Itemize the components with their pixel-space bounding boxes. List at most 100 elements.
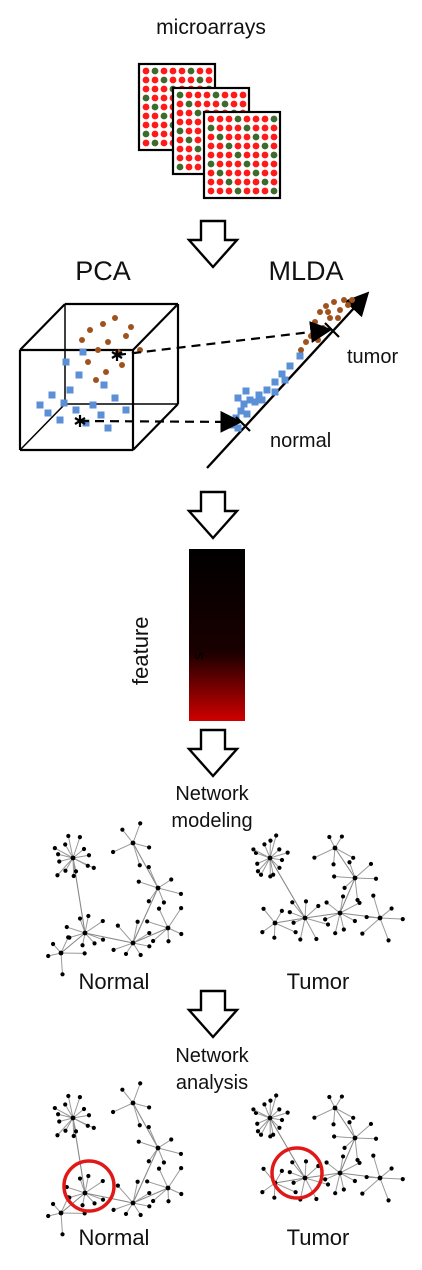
tumor-sample-point	[103, 369, 109, 375]
array-spot	[208, 170, 215, 177]
array-spot	[226, 125, 233, 132]
network-edge	[133, 888, 158, 943]
normal-projected-point	[241, 401, 248, 408]
network-node	[314, 937, 318, 941]
network-edge	[168, 908, 181, 928]
network-node	[327, 835, 331, 839]
network-node	[147, 944, 151, 948]
array-spot	[186, 155, 193, 162]
array-spot	[262, 125, 269, 132]
network-edge	[355, 878, 376, 879]
tumor-projected-point	[320, 325, 326, 331]
network-node	[280, 858, 284, 862]
network-analysis-line1: Network	[175, 1045, 248, 1068]
network-node	[304, 899, 308, 903]
network-node	[111, 948, 115, 952]
network-node	[72, 1134, 76, 1138]
tumor-sample-point	[100, 321, 106, 327]
network-edge	[380, 1178, 403, 1179]
normal-sample-point	[123, 407, 130, 414]
network-node	[268, 1134, 272, 1138]
feature-gradient-bar	[189, 549, 245, 721]
array-spot	[217, 143, 224, 150]
normal-sample-point	[101, 382, 108, 389]
network-node	[290, 900, 294, 904]
cube-edge	[20, 404, 65, 450]
network-edge	[85, 1176, 88, 1193]
tumor-projected-point	[345, 302, 351, 308]
array-spot	[161, 86, 168, 93]
network-edge	[327, 903, 340, 913]
array-spot	[271, 125, 278, 132]
network-node	[179, 892, 183, 896]
network-node	[51, 942, 55, 946]
network-node	[147, 931, 151, 935]
network-node	[272, 1196, 276, 1200]
network-node	[274, 1093, 278, 1097]
array-spot	[177, 128, 184, 135]
network-edge	[355, 864, 371, 878]
normal-projected-point	[264, 387, 271, 394]
network-hub-node	[378, 1176, 383, 1181]
network-node	[268, 839, 272, 843]
network-edge	[314, 848, 335, 858]
network-node	[369, 862, 373, 866]
network-node	[256, 1129, 260, 1133]
network-node	[55, 1133, 59, 1137]
array-spot	[206, 77, 213, 84]
array-spot	[152, 140, 159, 147]
network-node	[333, 1191, 337, 1195]
normal-projected-point	[243, 388, 250, 395]
network-node	[56, 1112, 60, 1116]
network-node	[138, 821, 142, 825]
network-edge	[113, 1103, 133, 1112]
array-spot	[217, 116, 224, 123]
network-node	[101, 1179, 105, 1183]
array-spot	[195, 92, 202, 99]
network-node	[78, 916, 82, 920]
network-node	[360, 1191, 364, 1195]
network-edge	[355, 1124, 371, 1138]
array-spot	[188, 77, 195, 84]
array-spot	[213, 101, 220, 108]
tumor-projected-point	[303, 339, 309, 345]
tumor-projected-point	[323, 303, 329, 309]
array-spot	[195, 137, 202, 144]
network-node	[324, 900, 328, 904]
network-edge	[61, 1213, 63, 1234]
network-node	[401, 917, 405, 921]
network-edge	[335, 913, 340, 933]
array-spot	[177, 155, 184, 162]
array-spot	[161, 95, 168, 102]
network-hub-node	[333, 1106, 338, 1111]
network-node	[355, 1158, 359, 1162]
network-node	[374, 1137, 378, 1141]
network-node	[63, 1129, 67, 1133]
network-node	[324, 1160, 328, 1164]
network-node	[162, 1160, 166, 1164]
network-node	[60, 1232, 64, 1236]
network-hub-node	[156, 1146, 161, 1151]
array-spot	[231, 92, 238, 99]
network-node	[323, 917, 327, 921]
array-spot	[177, 137, 184, 144]
network-node	[386, 938, 390, 942]
network-node	[365, 1175, 369, 1179]
array-spot	[226, 170, 233, 177]
network-node	[360, 931, 364, 935]
array-spot	[195, 128, 202, 135]
array-spot	[143, 140, 150, 147]
tumor-sample-point	[119, 362, 125, 368]
network-hub-node	[268, 1116, 273, 1121]
normal-projected-point	[259, 397, 266, 404]
network-edge	[355, 1138, 376, 1139]
network-edge	[133, 922, 138, 943]
network-hub-node	[378, 916, 383, 921]
network-hub-node	[83, 1191, 88, 1196]
array-spot	[143, 77, 150, 84]
network-node	[120, 1088, 124, 1092]
network-edge	[334, 848, 335, 864]
network-hub-node	[353, 1136, 358, 1141]
normal-projected-point	[287, 363, 294, 370]
normal-axis-label: normal	[270, 430, 331, 453]
